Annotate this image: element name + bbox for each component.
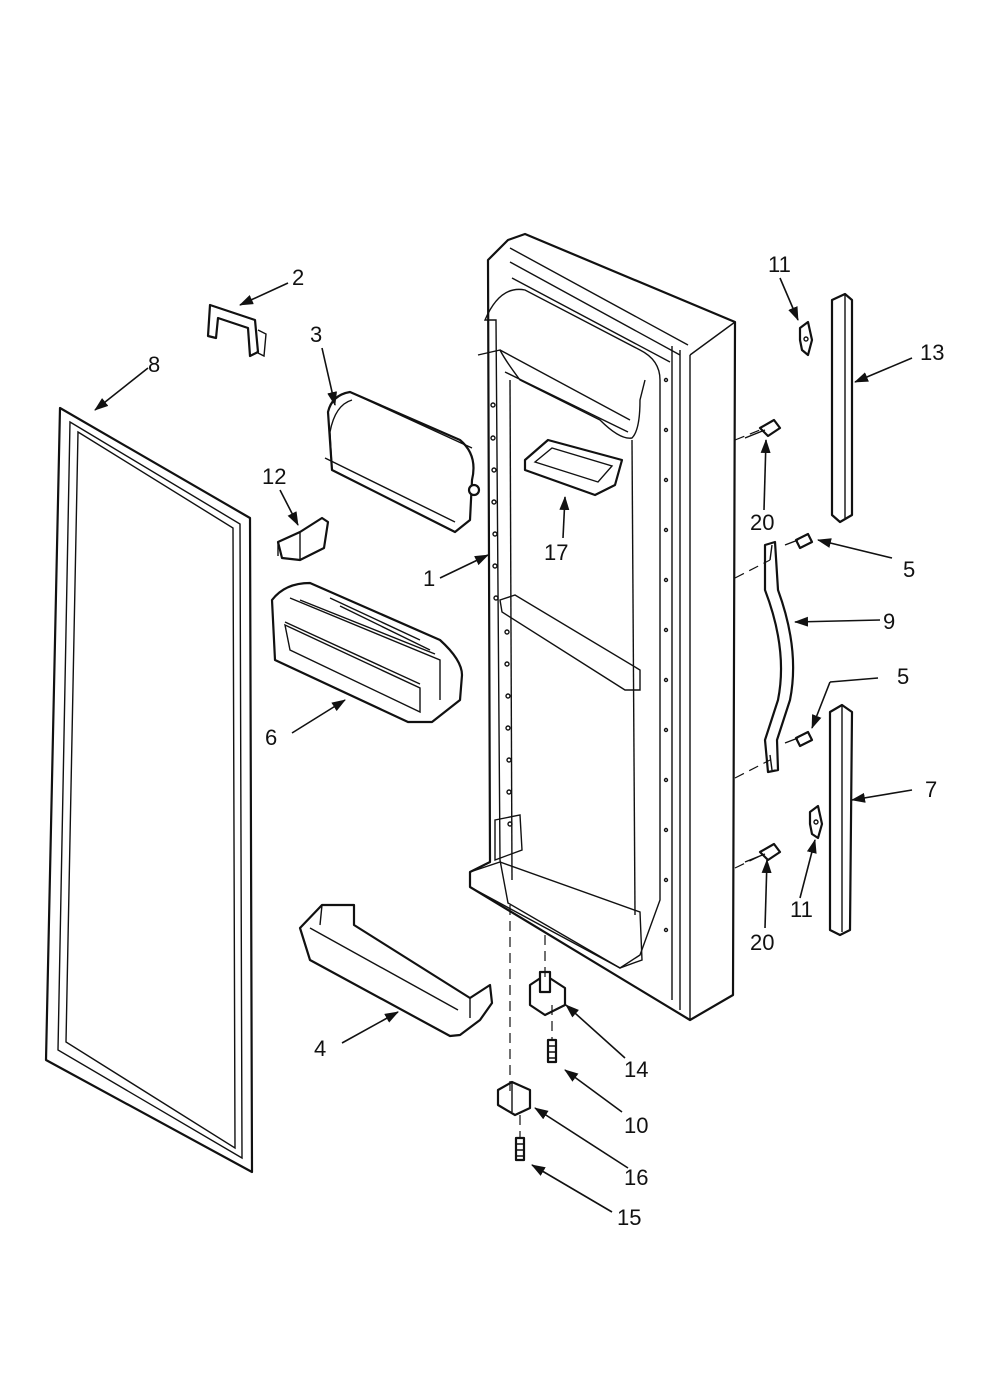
shelf-rail-part-4	[298, 903, 494, 1038]
callout-9: 9	[883, 609, 895, 634]
leader-arrows	[94, 277, 913, 1213]
screw-part-20-lower	[744, 842, 782, 863]
callout-11-lower: 11	[790, 897, 813, 922]
callout-3: 3	[310, 322, 322, 347]
callout-11-upper: 11	[768, 252, 791, 277]
trim-strip-part-13	[830, 292, 854, 524]
dairy-door-part-3	[324, 390, 481, 534]
hinge-block-part-16	[496, 1080, 532, 1117]
gasket-seal-dots	[663, 377, 669, 933]
callout-20-upper: 20	[750, 510, 774, 535]
door-gasket-part-8	[44, 406, 254, 1174]
screw-part-20-upper	[744, 418, 782, 439]
callout-16: 16	[624, 1165, 648, 1190]
screw-part-15	[514, 1136, 526, 1162]
callout-13: 13	[920, 340, 944, 365]
clip-part-11-lower	[808, 804, 824, 840]
callout-4: 4	[314, 1036, 326, 1061]
adjustment-holes	[490, 402, 513, 827]
screw-part-10	[546, 1038, 558, 1064]
callout-15: 15	[617, 1205, 641, 1230]
tray-part-17	[523, 438, 624, 497]
callout-10: 10	[624, 1113, 648, 1138]
callout-12: 12	[262, 464, 286, 489]
callout-7: 7	[925, 777, 937, 802]
callout-20-lower: 20	[750, 930, 774, 955]
hinge-part-14	[528, 970, 567, 1017]
screw-part-5-upper	[784, 532, 814, 550]
clip-part-11-upper	[798, 320, 814, 357]
door-assembly-part-1	[468, 232, 737, 1022]
handle-part-9	[763, 540, 795, 774]
callout-8: 8	[148, 352, 160, 377]
callout-5-lower: 5	[897, 664, 909, 689]
clip-part-2	[206, 303, 267, 358]
callout-14: 14	[624, 1057, 648, 1082]
callout-6: 6	[265, 725, 277, 750]
callout-5-upper: 5	[903, 557, 915, 582]
callout-1: 1	[423, 566, 435, 591]
assembly-lines	[509, 429, 771, 1138]
callout-2: 2	[292, 265, 304, 290]
callout-17: 17	[544, 540, 568, 565]
callout-labels: 2 3 8 12 1 17 6 4 11 13 20 5 9 5 7 11 20…	[148, 252, 944, 1230]
trim-strip-part-7	[828, 703, 854, 937]
dairy-bin-part-6	[270, 581, 464, 724]
hinge-clip-part-12	[276, 516, 330, 562]
screw-part-5-lower	[784, 730, 814, 748]
